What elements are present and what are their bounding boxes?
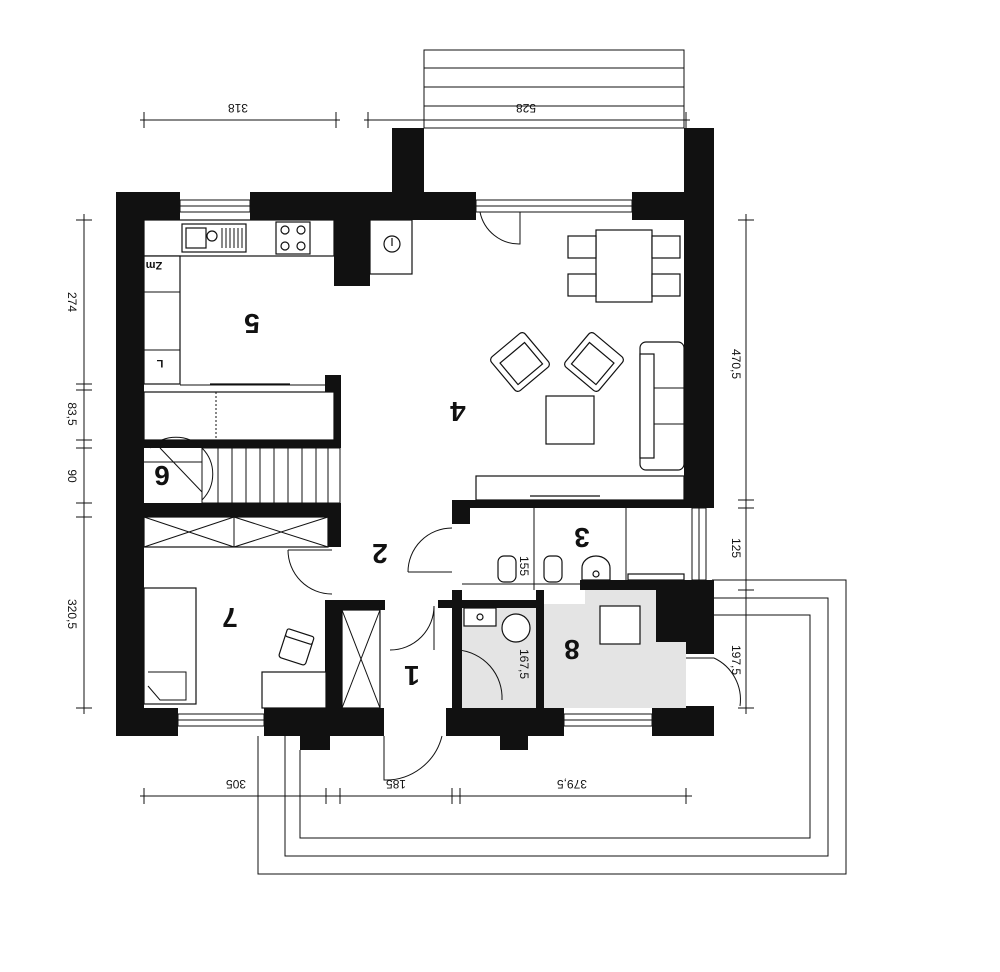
wc-fixtures <box>462 508 685 590</box>
room-8-label: 8 <box>564 634 580 665</box>
armchair-right <box>564 332 624 392</box>
room-3-label: 3 <box>574 522 590 553</box>
doors <box>287 211 741 781</box>
hall-closet <box>341 609 381 709</box>
dim-right-1: 470,5 <box>729 349 743 379</box>
room-7-label: 7 <box>222 602 238 633</box>
sink-grate <box>221 228 243 248</box>
bath-fixtures <box>463 605 641 645</box>
wardrobe <box>143 516 329 548</box>
exterior-walls <box>116 128 714 750</box>
living-furniture <box>475 229 685 501</box>
room-1-label: 1 <box>404 660 420 691</box>
dim-bottom-3: 379,5 <box>557 777 587 791</box>
dim-top-left: 318 <box>228 101 248 115</box>
fridge-label: Zm <box>146 259 163 271</box>
terrace-outline <box>257 579 847 875</box>
room-5-label: 5 <box>244 308 260 339</box>
room-6-label: 6 <box>154 460 170 491</box>
dim-inner-hall: 167,5 <box>517 649 531 679</box>
dim-bottom-1: 305 <box>226 777 246 791</box>
windows <box>177 199 707 727</box>
dim-right-3: 197,5 <box>729 645 743 675</box>
dim-right-2: 125 <box>729 538 743 558</box>
armchair-left <box>490 332 550 392</box>
room-4-label: 4 <box>450 396 466 427</box>
dim-inner-wc: 155 <box>517 556 531 576</box>
dim-left-1: 274 <box>65 292 79 312</box>
dimension-labels: 318 528 305 185 379,5 274 83,5 90 320,5 … <box>65 101 743 791</box>
dim-left-2: 83,5 <box>65 402 79 426</box>
dim-top-right: 528 <box>516 101 536 115</box>
top-terrace-steps <box>423 49 685 129</box>
staircase <box>144 436 341 504</box>
lowcab-label: L <box>156 357 163 369</box>
room7-furniture <box>143 587 327 709</box>
dim-bottom-2: 185 <box>386 777 406 791</box>
kitchen-furniture <box>143 219 413 441</box>
interior-walls <box>144 220 686 708</box>
dim-left-3: 90 <box>65 469 79 483</box>
desk-chair <box>278 628 315 666</box>
dimension-lines <box>76 112 754 804</box>
room-labels: 5 4 6 2 3 7 1 8 Zm L <box>146 259 590 691</box>
dim-left-4: 320,5 <box>65 599 79 629</box>
room-2-label: 2 <box>372 538 388 569</box>
